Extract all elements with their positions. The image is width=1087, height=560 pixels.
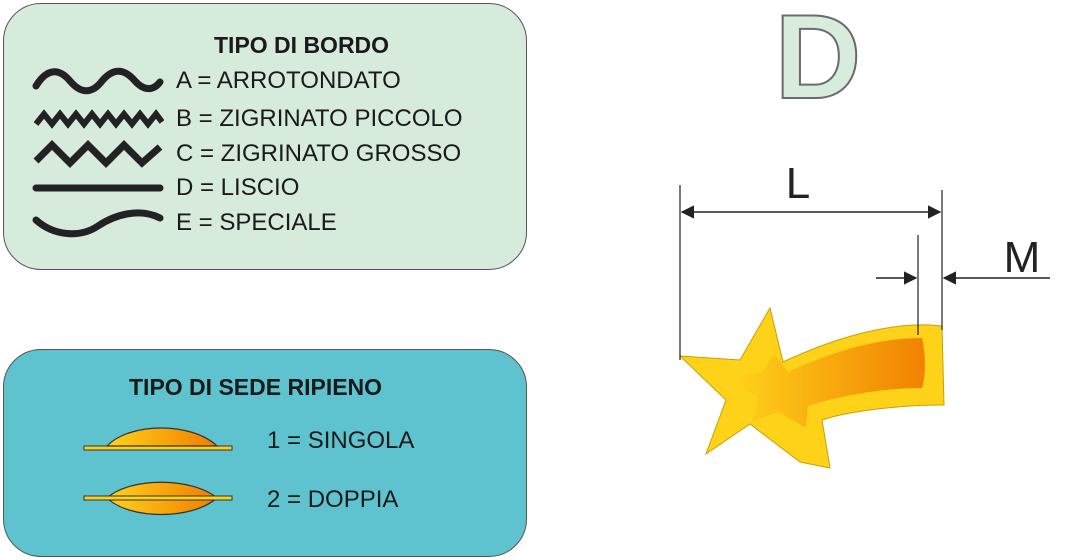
- wavy-edge-icon: [32, 67, 164, 95]
- seat-item-double: 2 = DOPPIA: [82, 475, 398, 525]
- edge-item-label: A = ARROTONDATO: [176, 67, 401, 94]
- double-seat-icon: [83, 481, 233, 516]
- star-tail-fill: [734, 338, 925, 428]
- shooting-star-drawing: L M: [678, 159, 1050, 469]
- edge-item-a: A = ARROTONDATO: [32, 64, 401, 98]
- large-zigzag-edge-icon: [33, 140, 163, 168]
- edge-type-letter-text: D: [775, 0, 862, 110]
- edge-item-d: D = LISCIO: [32, 171, 299, 205]
- edge-type-title: TIPO DI BORDO: [214, 32, 390, 58]
- filling-seat-title: TIPO DI SEDE RIPIENO: [129, 374, 383, 400]
- filling-seat-panel: TIPO DI SEDE RIPIENO 1 = SINGOLA: [3, 349, 527, 557]
- seat-item-label: 2 = DOPPIA: [267, 486, 399, 513]
- curved-edge-icon: [32, 209, 164, 238]
- edge-item-e: E = SPECIALE: [32, 206, 337, 240]
- edge-item-b: B = ZIGRINATO PICCOLO: [32, 102, 463, 136]
- straight-edge-icon: [32, 184, 164, 192]
- edge-type-letter: D: [774, 0, 863, 110]
- length-dimension-label: L: [786, 159, 810, 208]
- margin-dimension-label: M: [1004, 233, 1041, 282]
- edge-item-label: D = LISCIO: [176, 174, 300, 201]
- edge-item-label: E = SPECIALE: [176, 209, 337, 236]
- small-zigzag-edge-icon: [33, 109, 164, 129]
- edge-item-label: C = ZIGRINATO GROSSO: [176, 140, 462, 167]
- edge-item-c: C = ZIGRINATO GROSSO: [32, 137, 461, 171]
- seat-item-label: 1 = SINGOLA: [267, 427, 415, 454]
- edge-type-panel: TIPO DI BORDO A = ARROTONDATO B = ZIGRIN…: [3, 3, 527, 270]
- seat-item-single: 1 = SINGOLA: [82, 416, 414, 466]
- single-seat-icon: [83, 427, 233, 451]
- edge-item-label: B = ZIGRINATO PICCOLO: [176, 105, 463, 132]
